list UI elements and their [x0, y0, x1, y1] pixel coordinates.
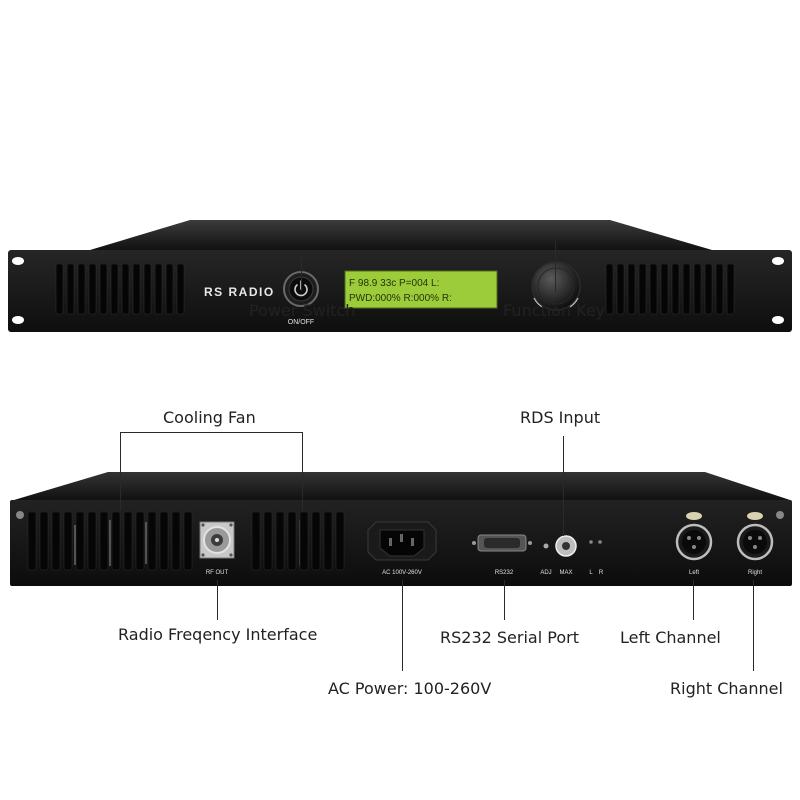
adj-label: ADJ: [540, 570, 551, 576]
rf-out-connector[interactable]: [199, 521, 235, 559]
l-label: L: [589, 570, 593, 576]
power-switch-leader: [301, 258, 302, 291]
lcd-line-1: F 98.9 33c P=004 L:: [349, 278, 439, 289]
front-vent-right: [605, 263, 735, 315]
led-r: [598, 540, 602, 544]
right-channel-label: Right Channel: [670, 679, 783, 698]
adj-knob[interactable]: [543, 543, 549, 549]
rack-hole-left-top: [12, 257, 24, 265]
rds-input-label: RDS Input: [520, 408, 601, 427]
rs232-label: RS232: [495, 570, 514, 576]
left-channel-leader: [693, 580, 694, 620]
r-label: R: [599, 570, 604, 576]
front-top-cover: [90, 220, 712, 250]
ac-power-inlet[interactable]: [367, 521, 437, 561]
xlr-left-connector[interactable]: [675, 512, 713, 561]
max-label: MAX: [559, 570, 572, 576]
rds-input-leader: [563, 436, 564, 536]
rack-hole-right-top: [772, 257, 784, 265]
rf-interface-label: Radio Freqency Interface: [118, 625, 318, 644]
rear-panel: RF OUT AC 100V-260V RS232: [10, 472, 792, 586]
ac-power-leader: [402, 580, 403, 671]
front-vent-left: [55, 263, 185, 315]
ac-label: AC 100V-260V: [382, 570, 422, 576]
led-l: [589, 540, 593, 544]
rear-top-cover: [14, 472, 790, 500]
function-key-label: Function Key: [503, 301, 606, 320]
rs232-serial-port-label: RS232 Serial Port: [440, 628, 579, 647]
right-channel-leader: [753, 580, 754, 671]
rs232-leader: [504, 580, 505, 620]
screw-left: [16, 511, 24, 519]
cooling-fan-bracket-left: [120, 432, 121, 510]
function-key-leader: [555, 241, 556, 292]
cooling-fan-bracket-right: [302, 432, 303, 510]
rds-bnc-connector[interactable]: [555, 535, 577, 557]
front-panel: RS RADIO ON/OFF F 98.9 33c P=004 L: PWD:…: [8, 220, 792, 332]
rear-vent-fan-left: [27, 511, 193, 571]
power-caption: ON/OFF: [288, 319, 314, 326]
lcd-display: [344, 270, 498, 309]
rack-hole-right-bottom: [772, 316, 784, 324]
rack-hole-left-bottom: [12, 316, 24, 324]
function-knob[interactable]: [531, 261, 581, 311]
rear-vent-fan-right: [251, 511, 345, 571]
right-label: Right: [748, 570, 762, 576]
screw-right: [776, 511, 784, 519]
cooling-fan-label: Cooling Fan: [163, 408, 256, 427]
power-switch-label: Power Switch: [249, 301, 356, 320]
ac-power-label: AC Power: 100-260V: [328, 679, 492, 698]
lcd-line-2: PWD:000% R:000% R:: [349, 293, 452, 304]
rf-out-label: RF OUT: [206, 570, 229, 576]
rf-interface-leader: [217, 580, 218, 620]
rs232-connector[interactable]: [472, 534, 532, 552]
left-label: Left: [689, 570, 699, 576]
left-channel-label: Left Channel: [620, 628, 721, 647]
rotate-arrows-icon: [533, 297, 579, 308]
brand-logo: RS RADIO: [204, 285, 275, 299]
xlr-right-connector[interactable]: [736, 512, 774, 561]
cooling-fan-bracket-top: [120, 432, 303, 433]
